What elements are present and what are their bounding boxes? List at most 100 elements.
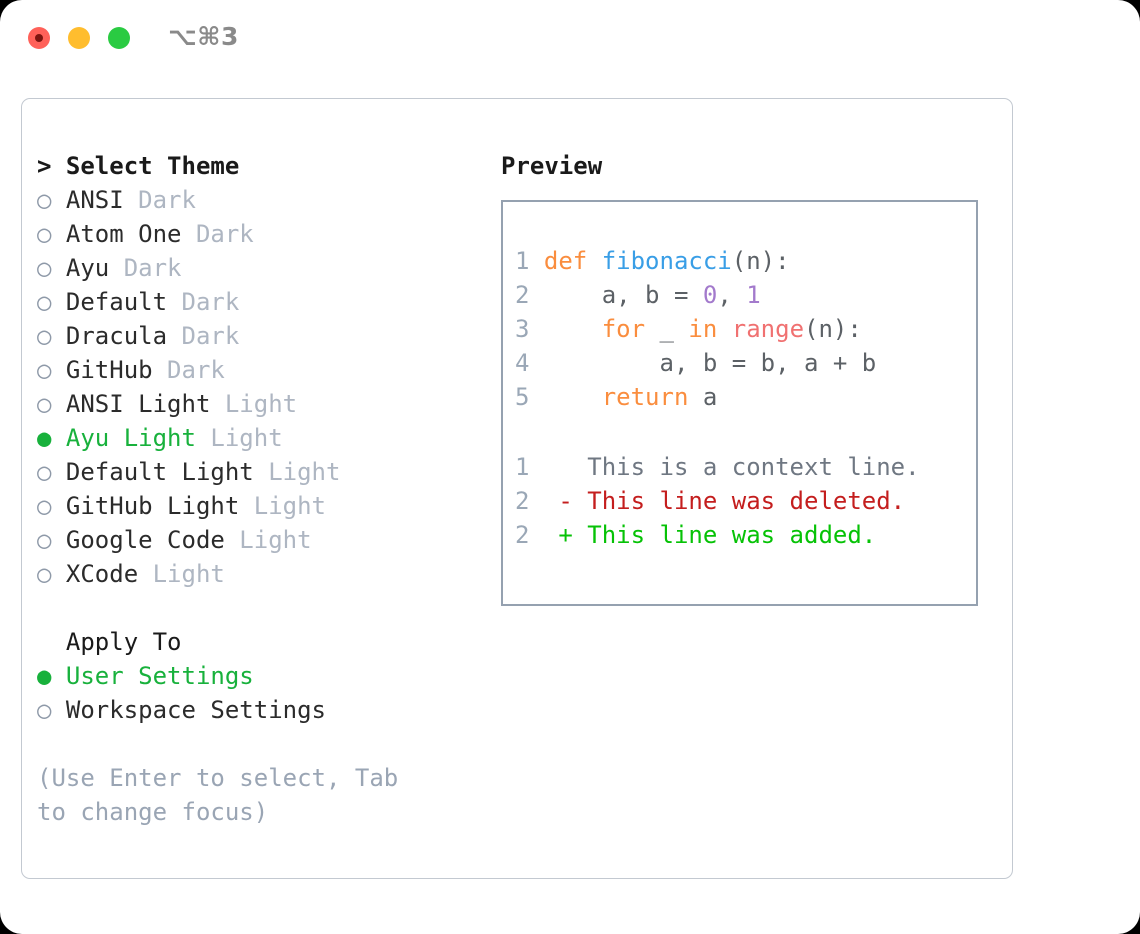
theme-option-github-light[interactable]: ○ GitHub Light Light — [37, 489, 477, 523]
theme-option-label: XCode — [51, 560, 139, 588]
code-token-builtin: range — [731, 315, 805, 343]
unsaved-indicator-dot — [35, 34, 43, 42]
diff-sign-added: + — [529, 521, 588, 549]
code-token-plain: , — [717, 281, 747, 309]
code-token-punct: (n): — [804, 315, 862, 343]
select-theme-heading: > Select Theme — [37, 152, 240, 180]
diff-line: 2 + This line was added. — [515, 518, 920, 552]
code-line: 1 def fibonacci(n): — [515, 244, 876, 278]
preview-heading: Preview — [501, 152, 603, 180]
theme-option-kind-badge: Light — [253, 458, 341, 486]
diff-line-number: 2 — [515, 487, 530, 515]
diff-line-text: This is a context line. — [587, 453, 920, 481]
radio-unselected-icon: ○ — [37, 492, 52, 520]
diff-line-text: This line was added. — [587, 521, 877, 549]
code-gutter-space — [529, 349, 543, 377]
diff-sign-ctx — [529, 453, 587, 481]
diff-line: 2 - This line was deleted. — [515, 484, 920, 518]
theme-option-kind-badge: Dark — [123, 186, 196, 214]
radio-unselected-icon: ○ — [37, 560, 52, 588]
code-line-number: 4 — [515, 349, 530, 377]
code-line-number: 5 — [515, 383, 530, 411]
diff-line-number: 2 — [515, 521, 530, 549]
radio-unselected-icon: ○ — [37, 390, 52, 418]
theme-option-kind-badge: Dark — [152, 356, 225, 384]
theme-option-dracula[interactable]: ○ Dracula Dark — [37, 319, 477, 353]
theme-option-label: GitHub Light — [51, 492, 240, 520]
theme-option-kind-badge: Light — [239, 492, 326, 520]
theme-option-xcode[interactable]: ○ XCode Light — [37, 557, 477, 591]
theme-option-atom-one[interactable]: ○ Atom One Dark — [37, 217, 477, 251]
code-token-plain — [717, 315, 731, 343]
keyboard-hint-text: (Use Enter to select, Tab to change focu… — [37, 764, 413, 826]
apply-to-option-label: User Settings — [51, 662, 254, 690]
theme-option-label: Default Light — [51, 458, 254, 486]
apply-to-option-workspace-settings[interactable]: ○ Workspace Settings — [37, 693, 477, 727]
keyboard-shortcut-label: ⌥⌘3 — [168, 22, 239, 51]
minimize-button[interactable] — [68, 27, 90, 49]
radio-unselected-icon: ○ — [37, 356, 52, 384]
code-token-plain: a, b = — [543, 281, 703, 309]
code-token-punct: (n): — [731, 247, 790, 275]
theme-selector-panel: > Select Theme ○ ANSI Dark○ Atom One Dar… — [21, 98, 1013, 879]
apply-to-heading: Apply To — [37, 628, 182, 656]
radio-unselected-icon: ○ — [37, 696, 52, 724]
code-gutter-space — [529, 281, 543, 309]
theme-option-kind-badge: Light — [195, 424, 283, 452]
code-token-plain — [544, 315, 602, 343]
code-gutter-space — [529, 247, 543, 275]
code-gutter-space — [529, 383, 543, 411]
code-token-num: 1 — [746, 281, 761, 309]
close-button[interactable] — [28, 27, 50, 49]
theme-option-label: Ayu Light — [51, 424, 196, 452]
theme-option-ayu-light[interactable]: ● Ayu Light Light — [37, 421, 477, 455]
theme-option-ansi-light[interactable]: ○ ANSI Light Light — [37, 387, 477, 421]
diff-line: 1 This is a context line. — [515, 450, 920, 484]
radio-selected-icon: ● — [37, 662, 52, 690]
theme-option-label: ANSI Light — [51, 390, 211, 418]
theme-option-kind-badge: Light — [138, 560, 225, 588]
radio-unselected-icon: ○ — [37, 322, 52, 350]
code-line: 4 a, b = b, a + b — [515, 346, 876, 380]
code-line: 3 for _ in range(n): — [515, 312, 876, 346]
code-token-fn: fibonacci — [601, 247, 732, 275]
diff-line-number: 1 — [515, 453, 530, 481]
theme-option-ayu[interactable]: ○ Ayu Dark — [37, 251, 477, 285]
maximize-button[interactable] — [108, 27, 130, 49]
code-line-number: 2 — [515, 281, 530, 309]
radio-selected-icon: ● — [37, 424, 52, 452]
radio-unselected-icon: ○ — [37, 458, 52, 486]
code-token-kw: def — [543, 247, 602, 275]
theme-option-google-code[interactable]: ○ Google Code Light — [37, 523, 477, 557]
code-token-kw: in — [688, 315, 718, 343]
code-token-num: 0 — [702, 281, 718, 309]
radio-unselected-icon: ○ — [37, 526, 52, 554]
theme-option-kind-badge: Dark — [167, 288, 240, 316]
theme-option-default-light[interactable]: ○ Default Light Light — [37, 455, 477, 489]
diff-sign-removed: - — [529, 487, 588, 515]
radio-unselected-icon: ○ — [37, 288, 52, 316]
apply-to-option-list: ● User Settings○ Workspace Settings — [37, 659, 477, 727]
code-token-plain: _ — [645, 315, 689, 343]
theme-option-label: Default — [51, 288, 168, 316]
theme-option-kind-badge: Dark — [181, 220, 254, 248]
theme-option-github[interactable]: ○ GitHub Dark — [37, 353, 477, 387]
theme-option-kind-badge: Light — [210, 390, 298, 418]
theme-option-label: GitHub — [51, 356, 153, 384]
code-gutter-space — [529, 315, 543, 343]
code-token-plain — [544, 383, 602, 411]
radio-unselected-icon: ○ — [37, 220, 52, 248]
code-token-kw: return — [601, 383, 689, 411]
diff-sample: 1 This is a context line.2 - This line w… — [515, 450, 920, 552]
theme-option-default[interactable]: ○ Default Dark — [37, 285, 477, 319]
apply-to-option-user-settings[interactable]: ● User Settings — [37, 659, 477, 693]
code-line-number: 1 — [515, 247, 530, 275]
code-token-plain: a — [688, 383, 718, 411]
theme-option-label: Google Code — [51, 526, 225, 554]
theme-option-ansi[interactable]: ○ ANSI Dark — [37, 183, 477, 217]
diff-line-text: This line was deleted. — [587, 487, 906, 515]
theme-list-column: > Select Theme ○ ANSI Dark○ Atom One Dar… — [37, 149, 477, 829]
